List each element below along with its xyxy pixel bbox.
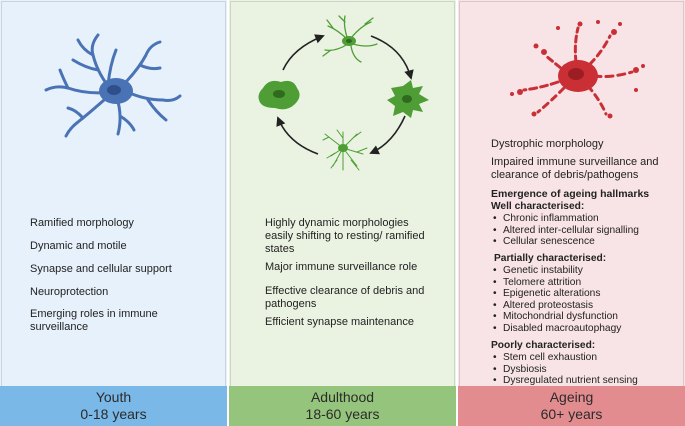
ageing-hallmarks-heading: Emergence of ageing hallmarks (491, 188, 650, 200)
partially-item: Telomere attrition (491, 277, 681, 289)
adulthood-panel: Highly dynamic morphologies easily shift… (229, 0, 456, 426)
adulthood-feature-2: Major immune surveillance role (265, 261, 418, 273)
youth-feature-1: Ramified morphology (30, 217, 134, 229)
cycle-arrow-1 (370, 35, 414, 80)
youth-feature-3: Synapse and cellular support (30, 263, 172, 275)
dystrophic-microglia-icon (510, 20, 645, 119)
adulthood-footer-title: Adulthood (310, 389, 375, 405)
poorly-item: Dysregulated nutrient sensing (491, 375, 681, 387)
ageing-footer-title: Ageing (549, 389, 594, 405)
well-characterised-heading: Well characterised: (491, 201, 585, 212)
youth-footer: Youth 0-18 years (0, 386, 227, 426)
adulthood-footer-range: 18-60 years (305, 406, 380, 422)
dynamic-morphology-cycle-diagram (258, 15, 429, 171)
well-characterised-list: Chronic inflammation Altered inter-cellu… (491, 213, 681, 248)
youth-panel: Ramified morphology Dynamic and motile S… (0, 0, 227, 426)
adulthood-footer: Adulthood 18-60 years (229, 386, 456, 426)
ageing-feature-2: Impaired immune surveillance and clearan… (491, 156, 659, 181)
cycle-arrow-4 (282, 34, 325, 71)
cycle-arrow-3 (276, 116, 319, 155)
partially-characterised-list: Genetic instability Telomere attrition E… (491, 265, 681, 335)
adulthood-feature-3: Effective clearance of debris and pathog… (265, 285, 425, 310)
poorly-characterised-heading: Poorly characterised: (491, 340, 596, 351)
well-item: Cellular senescence (491, 236, 681, 248)
ageing-footer: Ageing 60+ years (458, 386, 685, 426)
ramified-cell-top (322, 15, 378, 63)
adulthood-feature-4: Efficient synapse maintenance (265, 316, 414, 328)
partially-item: Mitochondrial dysfunction (491, 311, 681, 323)
ramified-cell-bottom (322, 129, 368, 171)
youth-feature-4: Neuroprotection (30, 286, 109, 298)
partially-item: Disabled macroautophagy (491, 323, 681, 335)
youth-feature-2: Dynamic and motile (30, 240, 127, 252)
well-item: Altered inter-cellular signalling (491, 225, 681, 237)
partially-item: Altered proteostasis (491, 300, 681, 312)
ageing-panel: Dystrophic morphology Impaired immune su… (458, 0, 685, 426)
poorly-item: Dysbiosis (491, 364, 681, 376)
partially-item: Genetic instability (491, 265, 681, 277)
adulthood-feature-1: Highly dynamic morphologies easily shift… (265, 217, 425, 255)
ageing-feature-1: Dystrophic morphology (491, 138, 604, 150)
partially-item: Epigenetic alterations (491, 288, 681, 300)
cycle-arrow-2 (369, 115, 406, 155)
ramified-microglia-icon (44, 33, 182, 138)
youth-feature-5: Emerging roles in immune surveillance (30, 308, 158, 333)
well-item: Chronic inflammation (491, 213, 681, 225)
youth-footer-title: Youth (95, 389, 132, 405)
ageing-footer-range: 60+ years (540, 406, 603, 422)
partially-characterised-heading: Partially characterised: (494, 253, 607, 264)
poorly-item: Stem cell exhaustion (491, 352, 681, 364)
poorly-characterised-list: Stem cell exhaustion Dysbiosis Dysregula… (491, 352, 681, 387)
youth-footer-range: 0-18 years (80, 406, 147, 422)
